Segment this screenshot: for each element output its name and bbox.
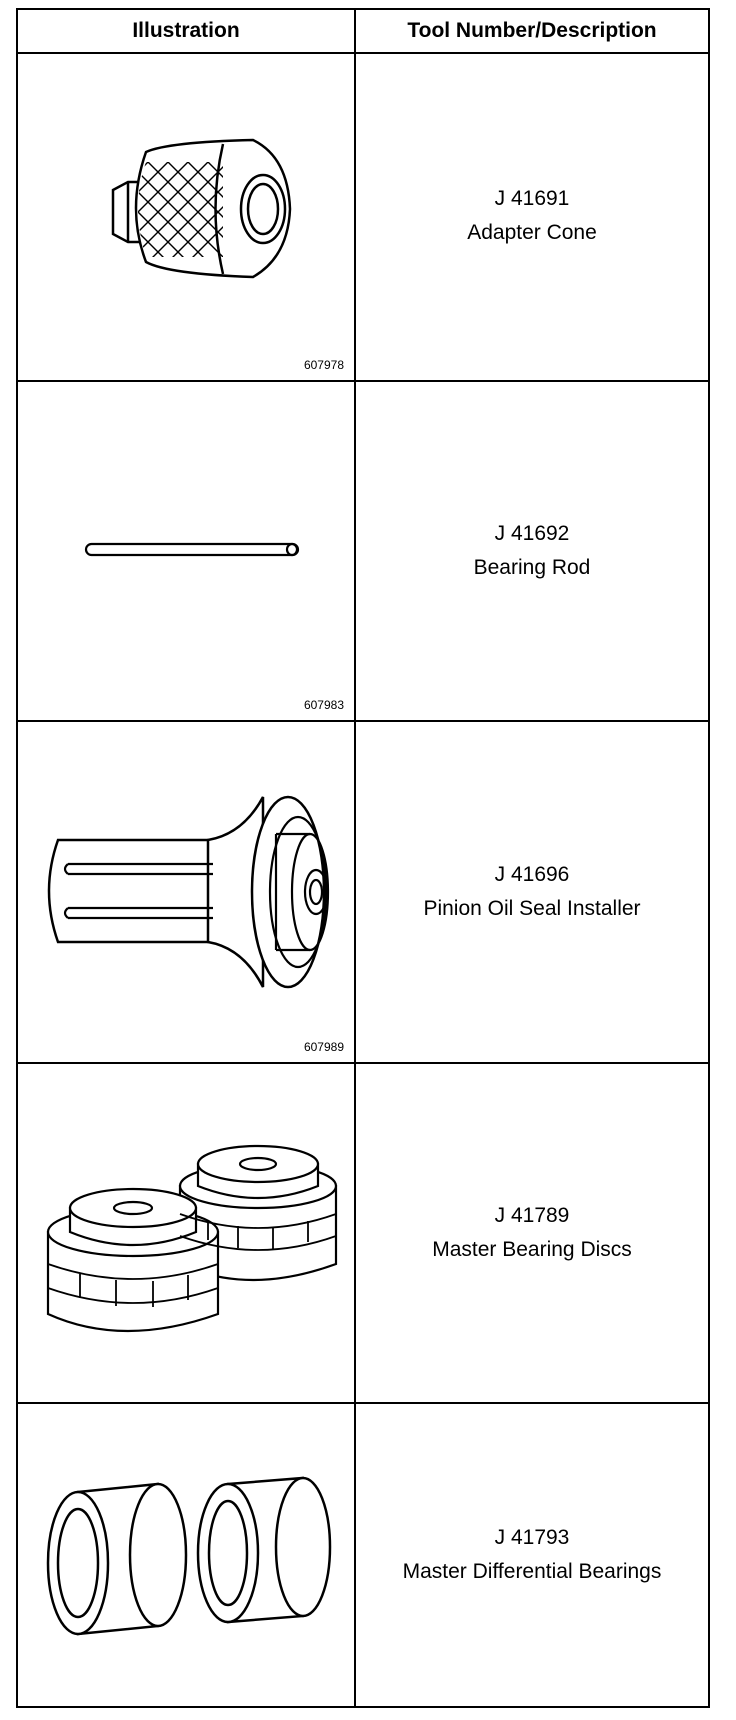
tool-description-cell: J 41696 Pinion Oil Seal Installer — [356, 722, 708, 1062]
figure-code: 607978 — [303, 358, 344, 372]
table-row: 607978 J 41691 Adapter Cone — [18, 52, 708, 380]
master-differential-bearings-icon — [18, 1404, 354, 1706]
row-divider — [18, 720, 708, 722]
table-row: J 41789 Master Bearing Discs — [18, 1064, 708, 1402]
row-divider — [18, 1402, 708, 1404]
header-illustration: Illustration — [132, 19, 240, 42]
table-row: 607989 J 41696 Pinion Oil Seal Installer — [18, 722, 708, 1062]
tool-description-cell: J 41793 Master Differential Bearings — [356, 1404, 708, 1706]
tool-number: J 41696 — [494, 863, 570, 886]
tool-table: Illustration Tool Number/Description — [16, 8, 710, 1708]
tool-description: Bearing Rod — [473, 556, 591, 579]
header-tool-description: Tool Number/Description — [407, 19, 657, 42]
tool-description: Master Differential Bearings — [402, 1560, 662, 1583]
tool-description: Adapter Cone — [467, 221, 597, 244]
tool-number: J 41692 — [494, 522, 570, 545]
tool-description-cell: J 41691 Adapter Cone — [356, 52, 708, 380]
figure-code: 607983 — [303, 698, 344, 712]
row-divider — [18, 1062, 708, 1064]
table-row: 607983 J 41692 Bearing Rod — [18, 382, 708, 720]
table-row: J 41793 Master Differential Bearings — [18, 1404, 708, 1706]
tool-description-cell: J 41789 Master Bearing Discs — [356, 1064, 708, 1402]
column-divider — [354, 10, 356, 1706]
tool-description: Master Bearing Discs — [432, 1238, 632, 1261]
adapter-cone-icon: 607978 — [18, 52, 354, 380]
bearing-rod-icon: 607983 — [18, 382, 354, 720]
table-header: Illustration Tool Number/Description — [18, 10, 708, 54]
row-divider — [18, 380, 708, 382]
tool-number: J 41793 — [494, 1526, 570, 1549]
master-bearing-discs-icon — [18, 1064, 354, 1402]
tool-description: Pinion Oil Seal Installer — [423, 897, 641, 920]
pinion-seal-installer-icon: 607989 — [18, 722, 354, 1062]
tool-number: J 41789 — [494, 1204, 570, 1227]
figure-code: 607989 — [303, 1040, 344, 1054]
tool-number: J 41691 — [494, 187, 570, 210]
tool-description-cell: J 41692 Bearing Rod — [356, 382, 708, 720]
